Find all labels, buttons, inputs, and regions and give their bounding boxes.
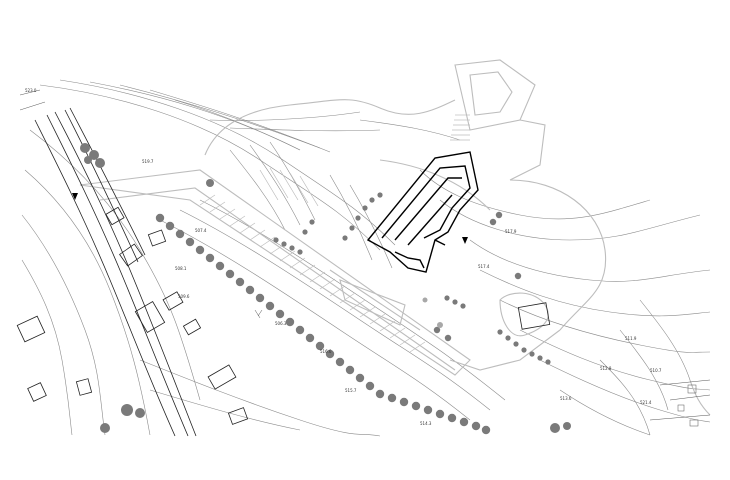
proposed-building <box>366 151 479 273</box>
tree-row-small <box>273 192 551 365</box>
elevation-label: 521.4 <box>640 400 652 405</box>
existing-buildings <box>16 206 551 425</box>
plot-details <box>19 89 711 427</box>
elevation-label: 510.7 <box>650 368 662 373</box>
proposed-landscape-outline <box>79 59 711 416</box>
elevation-label: 512.8 <box>600 366 612 371</box>
elevation-labels: 519.7 517.9 517.4 516.6 515.7 514.3 513.… <box>25 88 662 426</box>
elevation-label: 516.6 <box>320 349 332 354</box>
elevation-label: 507.4 <box>195 228 207 233</box>
elevation-label: 506.3 <box>275 321 287 326</box>
main-road <box>34 107 197 437</box>
elevation-label: 519.7 <box>142 159 154 164</box>
markers <box>72 193 468 244</box>
elevation-label: 511.9 <box>625 336 637 341</box>
elevation-label: 517.9 <box>505 229 517 234</box>
tree-row-diagonal <box>155 213 491 435</box>
contour-lines <box>21 79 711 437</box>
elevation-label: 517.4 <box>478 264 490 269</box>
triangle-marker-right <box>462 237 468 244</box>
elevation-label: 508.1 <box>175 266 187 271</box>
elevation-label: 514.3 <box>420 421 432 426</box>
tree-cluster-top-left <box>80 143 571 433</box>
triangle-marker-left <box>72 193 78 200</box>
elevation-label: 513.6 <box>560 396 572 401</box>
parking-stripes <box>199 114 470 353</box>
elevation-label: 515.7 <box>345 388 357 393</box>
elevation-label: 509.6 <box>178 294 190 299</box>
elevation-label: 523.0 <box>25 88 37 93</box>
